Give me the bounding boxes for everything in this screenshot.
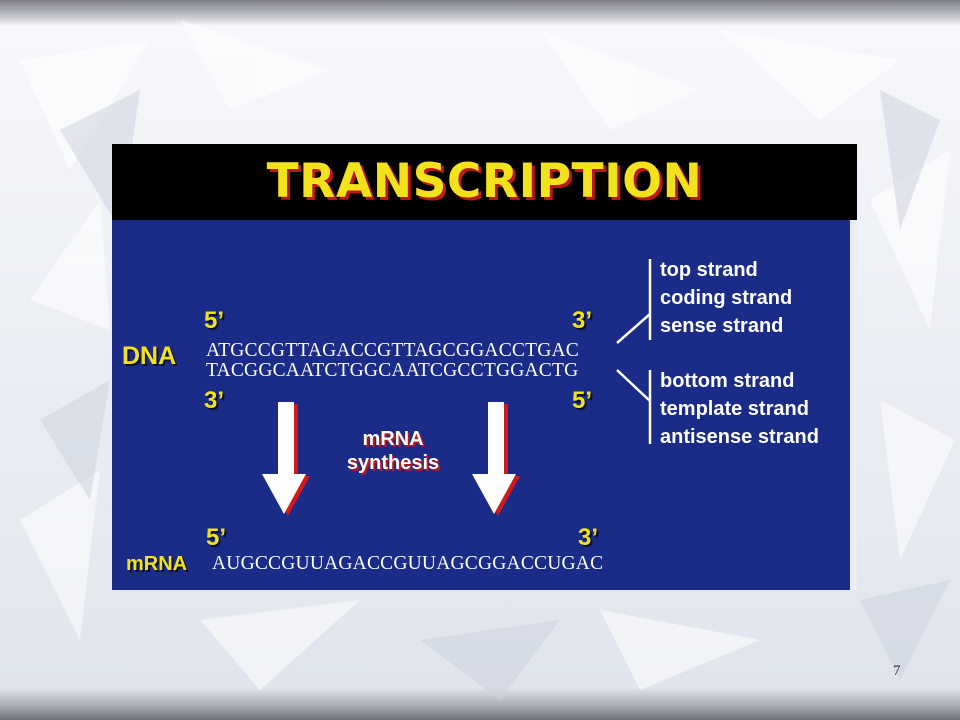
dna-template-sequence: TACGGCAATCTGGCAATCGCCTGGACTG [206, 360, 579, 381]
dna-label: DNA [122, 342, 177, 370]
sense-strand-name: sense strand [660, 315, 784, 337]
title-bar: TRANSCRIPTION [112, 144, 857, 220]
mrna-label: mRNA [126, 553, 188, 575]
right-down-arrow [472, 402, 520, 516]
bottom-gradient-band [0, 688, 960, 720]
dna-bottom-5prime-label: 5’ [572, 387, 593, 414]
top-strand-name: top strand [660, 259, 758, 281]
synthesis-arrows [262, 402, 520, 516]
transcription-diagram: TRANSCRIPTION 5’ 3’ DNA ATGCCGTTAGACCGTT… [112, 144, 857, 590]
top-gradient-band [0, 0, 960, 26]
left-down-arrow [262, 402, 310, 516]
mrna-5prime-label: 5’ [206, 524, 227, 551]
mrna-synthesis-label-line1: mRNA [362, 428, 424, 450]
antisense-strand-name: antisense strand [660, 426, 819, 448]
template-strand-name: template strand [660, 398, 809, 420]
dna-coding-sequence: ATGCCGTTAGACCGTTAGCGGACCTGAC [206, 340, 579, 361]
mrna-3prime-label: 3’ [578, 524, 599, 551]
image-right-edge [850, 220, 857, 590]
top-strand-connector-line [616, 313, 651, 344]
bottom-strand-name: bottom strand [660, 370, 795, 392]
mrna-sequence: AUGCCGUUAGACCGUUAGCGGACCUGAC [212, 553, 604, 574]
dna-top-5prime-label: 5’ [204, 307, 225, 334]
bottom-strand-connector-line [616, 369, 651, 402]
dna-bottom-3prime-label: 3’ [204, 387, 225, 414]
coding-strand-name: coding strand [660, 287, 793, 309]
dna-top-3prime-label: 3’ [572, 307, 593, 334]
mrna-synthesis-label-line2: synthesis [346, 452, 440, 474]
strand-connectors [616, 259, 652, 444]
page-number: 7 [893, 663, 901, 679]
diagram-title: TRANSCRIPTION [266, 154, 703, 209]
